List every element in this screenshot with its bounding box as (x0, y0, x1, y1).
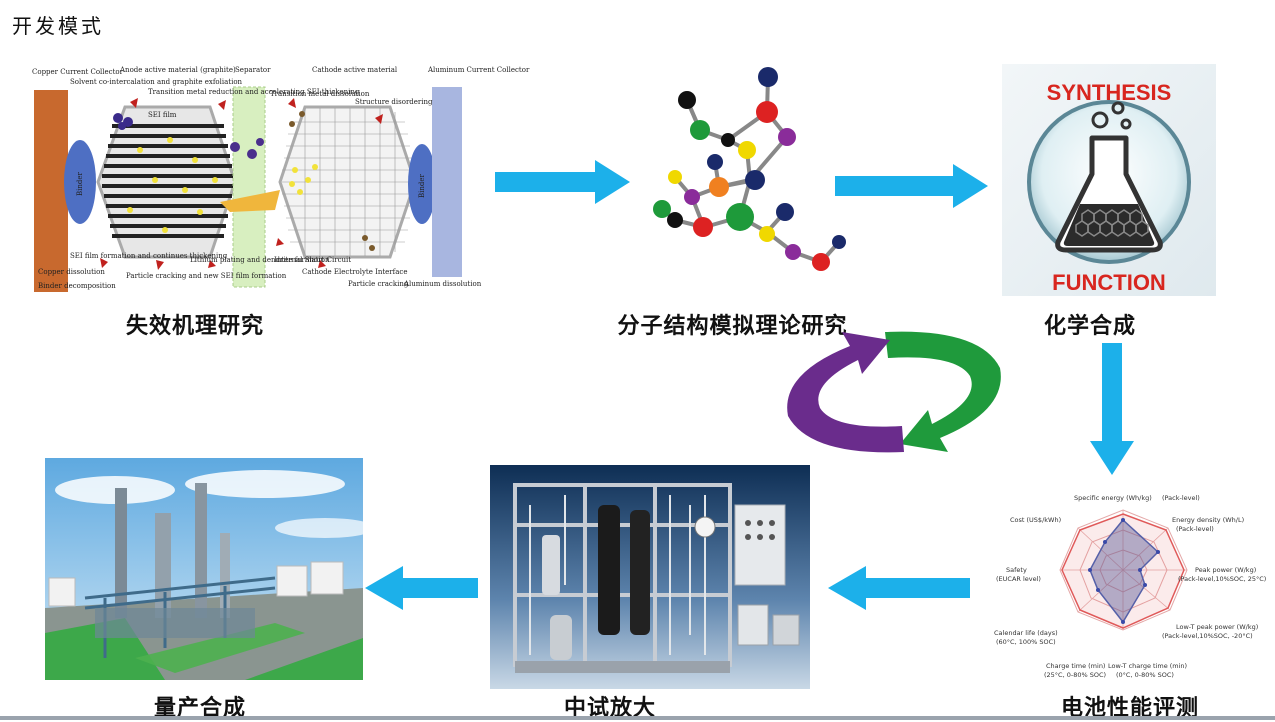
label-particle-cracking: Particle cracking (348, 280, 409, 288)
brown-particles (289, 111, 375, 251)
caption-failure: 失效机理研究 (125, 314, 264, 339)
hex-pattern (1075, 209, 1149, 237)
separator-bar (232, 86, 266, 288)
tower-1 (115, 488, 127, 618)
radar-axis-lowt-charge-time-note: (0°C, 0-80% SOC) (1116, 671, 1174, 679)
radar-axis-calendar-life-note: (60°C, 100% SOC) (996, 638, 1056, 646)
cathode-grid (282, 108, 414, 256)
metal-ions (230, 138, 264, 159)
pilot-plant-photo (490, 465, 810, 689)
arrow-left-1 (828, 566, 970, 610)
pilot-vessel (542, 535, 560, 595)
radar-axis-lowt-peak-power-note: (Pack-level,10%SOC, -20°C) (1162, 632, 1253, 640)
degradation-arrows (100, 98, 383, 270)
label-anode-material: Anode active material (graphite) (119, 66, 236, 74)
tower-4 (220, 533, 230, 618)
radar-series-red (1061, 513, 1185, 629)
pilot-column-2 (630, 510, 650, 635)
purple-particles (113, 113, 133, 130)
label-binder-left: Binder (76, 171, 84, 196)
arrow-right-1 (495, 160, 630, 204)
pilot-column-1 (598, 505, 620, 635)
radar-axis-specific-energy: Specific energy (Wh/kg) (1074, 494, 1152, 502)
tower-3 (195, 483, 207, 618)
arrow-down (1090, 343, 1134, 475)
radar-axis-lowt-charge-time: Low-T charge time (min) (1108, 662, 1187, 670)
function-text: FUNCTION (1052, 270, 1166, 295)
copper-collector-bar (34, 90, 68, 292)
label-copper-collector: Copper Current Collector (32, 68, 124, 76)
pilot-tank (550, 615, 572, 660)
radar-axis-lowt-peak-power: Low-T peak power (W/kg) (1176, 623, 1258, 631)
label-transition-dissolution: Transition metal dissolution (270, 90, 370, 98)
mass-production-render (45, 458, 375, 680)
green-cycle-arrow (885, 331, 1001, 452)
caption-synthesis: 化学合成 (1043, 314, 1136, 339)
cathode-lithium-dots (289, 164, 318, 195)
label-solvent-cointercalation: Solvent co-intercalation and graphite ex… (70, 78, 243, 86)
label-aluminum-collector: Aluminum Current Collector (427, 66, 530, 74)
pilot-pipes (529, 495, 706, 655)
label-transition-reduction: Transition metal reduction and accelerat… (148, 88, 360, 96)
cycle-arrows (787, 331, 1001, 453)
radar-axis-charge-time-note: (25°C, 0-80% SOC) (1044, 671, 1106, 679)
failure-mechanism-diagram: Copper Current Collector Anode active ma… (32, 66, 530, 292)
label-binder-right: Binder (418, 173, 426, 198)
binder-right (408, 144, 436, 224)
label-copper-dissolution: Copper dissolution (38, 268, 105, 276)
molecular-model (653, 67, 846, 271)
radar-axis-energy-density-note: (Pack-level) (1176, 525, 1214, 533)
radar-axis-safety: Safety (1006, 566, 1027, 574)
radar-axis-charge-time: Charge time (min) (1046, 662, 1105, 670)
radar-axis-safety-note: (EUCAR level) (996, 575, 1041, 583)
control-cabinet (734, 504, 786, 586)
page-title: 开发模式 (12, 14, 104, 38)
label-binder-decomposition: Binder decomposition (38, 282, 116, 290)
radar-axis-calendar-life: Calendar life (days) (994, 629, 1058, 637)
lithium-dots (127, 137, 218, 233)
radar-axis-peak-power-note: (Pack-level,10%SOC, 25°C) (1178, 575, 1266, 583)
tower-2 (155, 513, 171, 618)
atoms (653, 67, 846, 271)
caption-molecular: 分子结构模拟理论研究 (617, 314, 848, 339)
arrow-left-2 (365, 566, 478, 610)
label-sei-film: SEI film (148, 111, 177, 119)
radar-axis-energy-density: Energy density (Wh/L) (1172, 516, 1244, 524)
purple-cycle-arrow (787, 332, 904, 453)
arrow-right-2 (835, 164, 988, 208)
label-lithium-plating: Lithium plating and dendrite formation (190, 256, 330, 264)
grass-right (245, 638, 363, 680)
radar-axis-cost: Cost (US$/kWh) (1010, 516, 1061, 524)
label-separator: Separator (235, 66, 271, 74)
label-cathode-material: Cathode active material (312, 66, 398, 74)
graphite-layers (102, 124, 234, 238)
label-internal-short: Internal Short Circuit (274, 256, 351, 264)
label-sei-formation: SEI film formation and continues thicken… (70, 252, 228, 260)
label-aluminum-dissolution: Aluminum dissolution (403, 280, 482, 288)
radar-axis-peak-power: Peak power (W/kg) (1195, 566, 1256, 574)
aluminum-collector-bar (432, 87, 462, 277)
label-cathode-interface: Cathode Electrolyte Interface (302, 268, 407, 276)
chiller-unit (737, 604, 769, 646)
gauge-icon (694, 516, 716, 538)
synthesis-text: SYNTHESIS (1047, 80, 1172, 105)
label-structure-disordering: Structure disordering (355, 98, 433, 106)
binder-left (64, 140, 96, 224)
lithium-dendrite (220, 190, 280, 212)
bottom-divider (0, 716, 1275, 720)
synthesis-icon: SYNTHESIS FUNCTION (1002, 64, 1216, 296)
battery-radar-chart: Specific energy (Wh/kg) (Pack-level) Ene… (990, 490, 1266, 684)
radar-axis-specific-energy-note: (Pack-level) (1162, 494, 1200, 502)
label-particle-cracking-new-sei: Particle cracking and new SEI film forma… (126, 272, 287, 280)
